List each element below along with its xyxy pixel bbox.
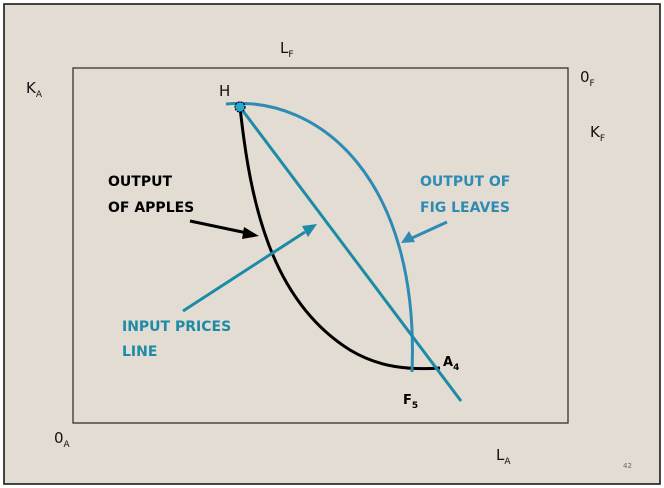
edgeworth-box <box>72 67 569 424</box>
apples-arrow-head <box>242 227 259 239</box>
label-K-left: KA <box>26 79 43 100</box>
apples-annotation-line2: OF APPLES <box>108 200 194 216</box>
slide-frame <box>3 3 661 485</box>
prices-annotation-line1: INPUT PRICES <box>122 319 231 335</box>
point-H-label: H <box>219 82 230 100</box>
fig-leaves-output-curve <box>225 101 414 373</box>
figleaves-arrow-head <box>401 231 415 243</box>
apple-output-curve <box>238 106 441 371</box>
slide-number: 42 <box>623 462 632 470</box>
figleaves-annotation-line1: OUTPUT OF <box>420 174 510 190</box>
figleaves-arrow-shaft <box>411 220 448 240</box>
apples-arrow-shaft <box>189 219 248 235</box>
input-prices-line <box>238 106 463 402</box>
point-H-marker <box>234 101 246 113</box>
label-L-bottom: LA <box>496 446 511 467</box>
label-O-top-right: 0F <box>580 68 595 89</box>
label-K-right: KF <box>590 123 605 144</box>
prices-arrow-shaft <box>182 230 306 313</box>
figleaves-annotation-line2: FIG LEAVES <box>420 200 510 216</box>
point-F5-label: F5 <box>403 393 418 411</box>
prices-arrow-head <box>302 224 317 237</box>
apples-annotation-line1: OUTPUT <box>108 174 172 190</box>
prices-annotation-line2: LINE <box>122 344 157 360</box>
point-A4-label: A4 <box>443 355 459 373</box>
label-O-bottom-left: 0A <box>54 429 71 450</box>
label-L-top: LF <box>280 39 294 60</box>
